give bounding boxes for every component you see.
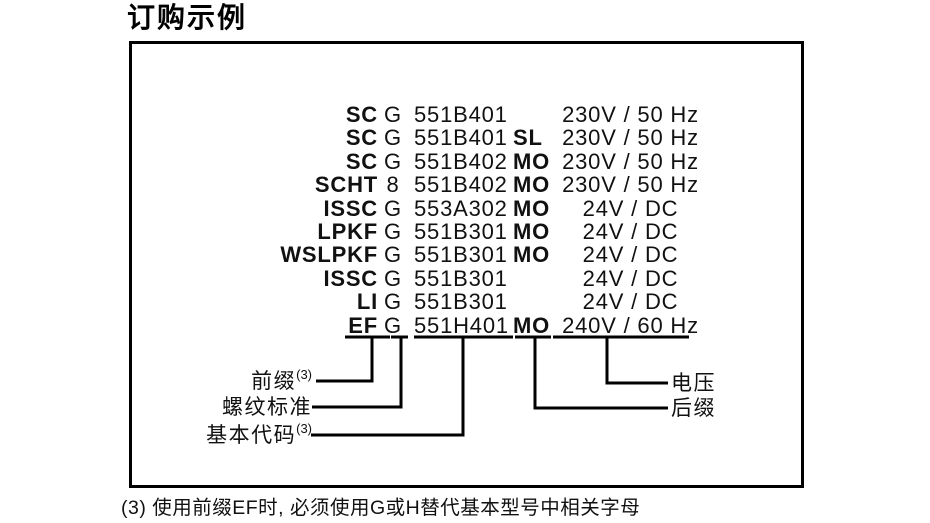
code-prefix: WSLPKF bbox=[280, 242, 378, 268]
code-row: LPKF G 551B301 MO 24V / DC bbox=[0, 218, 930, 244]
code-prefix: SC bbox=[345, 148, 378, 174]
code-suffix: MO bbox=[513, 195, 551, 221]
code-base: 551H401 bbox=[414, 312, 509, 338]
footnote: (3) 使用前缀EF时, 必须使用G或H替代基本型号中相关字母 bbox=[121, 497, 641, 519]
code-prefix: ISSC bbox=[323, 195, 378, 221]
code-prefix: LI bbox=[356, 289, 378, 315]
code-prefix: ISSC bbox=[323, 265, 378, 291]
code-row: LI G 551B301 24V / DC bbox=[0, 289, 930, 315]
code-base: 551B301 bbox=[414, 265, 508, 291]
code-voltage: 230V / 50 Hz bbox=[562, 148, 699, 174]
code-row: ISSC G 551B301 24V / DC bbox=[0, 265, 930, 291]
code-suffix: MO bbox=[513, 218, 551, 244]
code-row: WSLPKF G 551B301 MO 24V / DC bbox=[0, 242, 930, 268]
code-voltage: 24V / DC bbox=[582, 195, 679, 221]
label-prefix-text: 前缀 bbox=[251, 370, 297, 393]
code-row: ISSC G 553A302 MO 24V / DC bbox=[0, 195, 930, 221]
code-base: 551B402 bbox=[414, 148, 508, 174]
label-voltage-text: 电压 bbox=[671, 372, 716, 395]
code-voltage: 24V / DC bbox=[582, 265, 679, 291]
code-row: SC G 551B401 SL 230V / 50 Hz bbox=[0, 125, 930, 151]
code-suffix: MO bbox=[513, 312, 551, 338]
label-base-code-superscript: (3) bbox=[296, 421, 312, 436]
code-suffix bbox=[513, 103, 553, 126]
label-prefix-superscript: (3) bbox=[296, 367, 312, 382]
code-suffix: MO bbox=[513, 148, 551, 174]
code-thread-standard: 8 bbox=[386, 172, 400, 198]
label-prefix: 前缀(3) bbox=[251, 367, 312, 394]
code-voltage: 24V / DC bbox=[582, 218, 679, 244]
code-voltage: 230V / 50 Hz bbox=[562, 125, 699, 151]
code-suffix: MO bbox=[513, 172, 551, 198]
code-thread-standard: G bbox=[384, 195, 402, 221]
label-thread-standard: 螺纹标准 bbox=[222, 395, 312, 420]
code-suffix bbox=[513, 290, 553, 313]
label-voltage: 电压 bbox=[671, 371, 716, 396]
code-base: 551B401 bbox=[414, 125, 508, 151]
code-voltage: 230V / 50 Hz bbox=[562, 172, 699, 198]
code-base: 551B402 bbox=[414, 172, 508, 198]
code-base: 553A302 bbox=[414, 195, 508, 221]
code-voltage: 230V / 50 Hz bbox=[562, 102, 699, 127]
code-thread-standard: G bbox=[384, 148, 402, 174]
code-row: SC G 551B401 230V / 50 Hz bbox=[0, 102, 930, 127]
code-thread-standard: G bbox=[384, 242, 402, 268]
code-base: 551B301 bbox=[414, 289, 508, 315]
label-thread-standard-text: 螺纹标准 bbox=[222, 396, 312, 419]
code-suffix bbox=[513, 267, 553, 290]
label-suffix: 后缀 bbox=[671, 396, 716, 421]
page-title: 订购示例 bbox=[127, 2, 248, 33]
label-base-code-text: 基本代码 bbox=[206, 424, 297, 447]
code-thread-standard: G bbox=[384, 312, 402, 338]
code-voltage: 24V / DC bbox=[582, 289, 679, 315]
code-base: 551B301 bbox=[414, 242, 508, 268]
code-voltage: 240V / 60 Hz bbox=[562, 312, 699, 338]
code-thread-standard: G bbox=[384, 265, 402, 291]
label-base-code: 基本代码(3) bbox=[206, 421, 312, 448]
code-thread-standard: G bbox=[384, 218, 402, 244]
code-suffix: SL bbox=[513, 125, 543, 151]
code-voltage: 24V / DC bbox=[582, 242, 679, 268]
code-base: 551B401 bbox=[414, 102, 508, 127]
code-prefix: LPKF bbox=[317, 218, 378, 244]
code-prefix: SC bbox=[345, 125, 378, 151]
code-prefix: EF bbox=[348, 312, 378, 338]
code-thread-standard: G bbox=[384, 102, 402, 127]
code-row: SC G 551B402 MO 230V / 50 Hz bbox=[0, 148, 930, 174]
code-prefix: SCHT bbox=[314, 172, 378, 198]
ordering-example-box bbox=[129, 41, 804, 488]
ordering-code-rows: SC G 551B401 230V / 50 Hz SC G 551B401 S… bbox=[0, 103, 930, 337]
code-row: SCHT 8 551B402 MO 230V / 50 Hz bbox=[0, 172, 930, 198]
code-thread-standard: G bbox=[384, 125, 402, 151]
code-prefix: SC bbox=[345, 102, 378, 127]
label-suffix-text: 后缀 bbox=[671, 397, 716, 420]
code-row: EF G 551H401 MO 240V / 60 Hz bbox=[0, 312, 930, 338]
code-suffix: MO bbox=[513, 242, 551, 268]
code-base: 551B301 bbox=[414, 218, 508, 244]
code-thread-standard: G bbox=[384, 289, 402, 315]
